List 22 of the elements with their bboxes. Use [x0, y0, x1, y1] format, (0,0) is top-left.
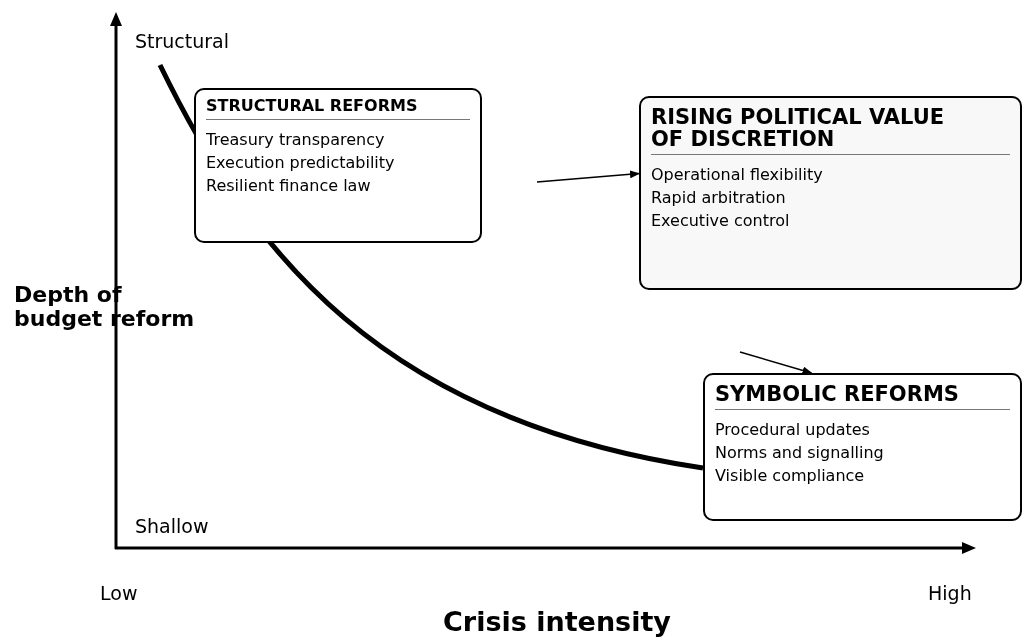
list-item: Procedural updates: [715, 419, 871, 442]
list-item: Rapid arbitration: [651, 187, 787, 210]
axis-title: Crisis intensity: [443, 606, 671, 637]
list-item: Treasury transparency: [206, 128, 386, 151]
axis-label: Structural: [135, 30, 230, 52]
box-heading: RISING POLITICAL VALUE OF DISCRETION: [651, 106, 1010, 156]
axis-label: Low: [100, 582, 138, 604]
list-item: Resilient finance law: [206, 174, 372, 197]
list-item: Operational flexibility: [651, 164, 824, 187]
list-item: Visible compliance: [715, 465, 866, 488]
list-item: Execution predictability: [206, 151, 396, 174]
axis-label: Shallow: [135, 515, 209, 537]
box-heading: STRUCTURAL REFORMS: [206, 98, 470, 120]
arrow: [739, 351, 813, 375]
box-heading: SYMBOLIC REFORMS: [715, 383, 1010, 411]
axis-label: High: [928, 582, 972, 604]
arrow: [536, 170, 640, 183]
reform-box: [639, 96, 1022, 290]
reform-box: [703, 373, 1022, 521]
list-item: Norms and signalling: [715, 442, 885, 465]
reform-box: [194, 88, 482, 243]
list-item: Executive control: [651, 210, 791, 233]
